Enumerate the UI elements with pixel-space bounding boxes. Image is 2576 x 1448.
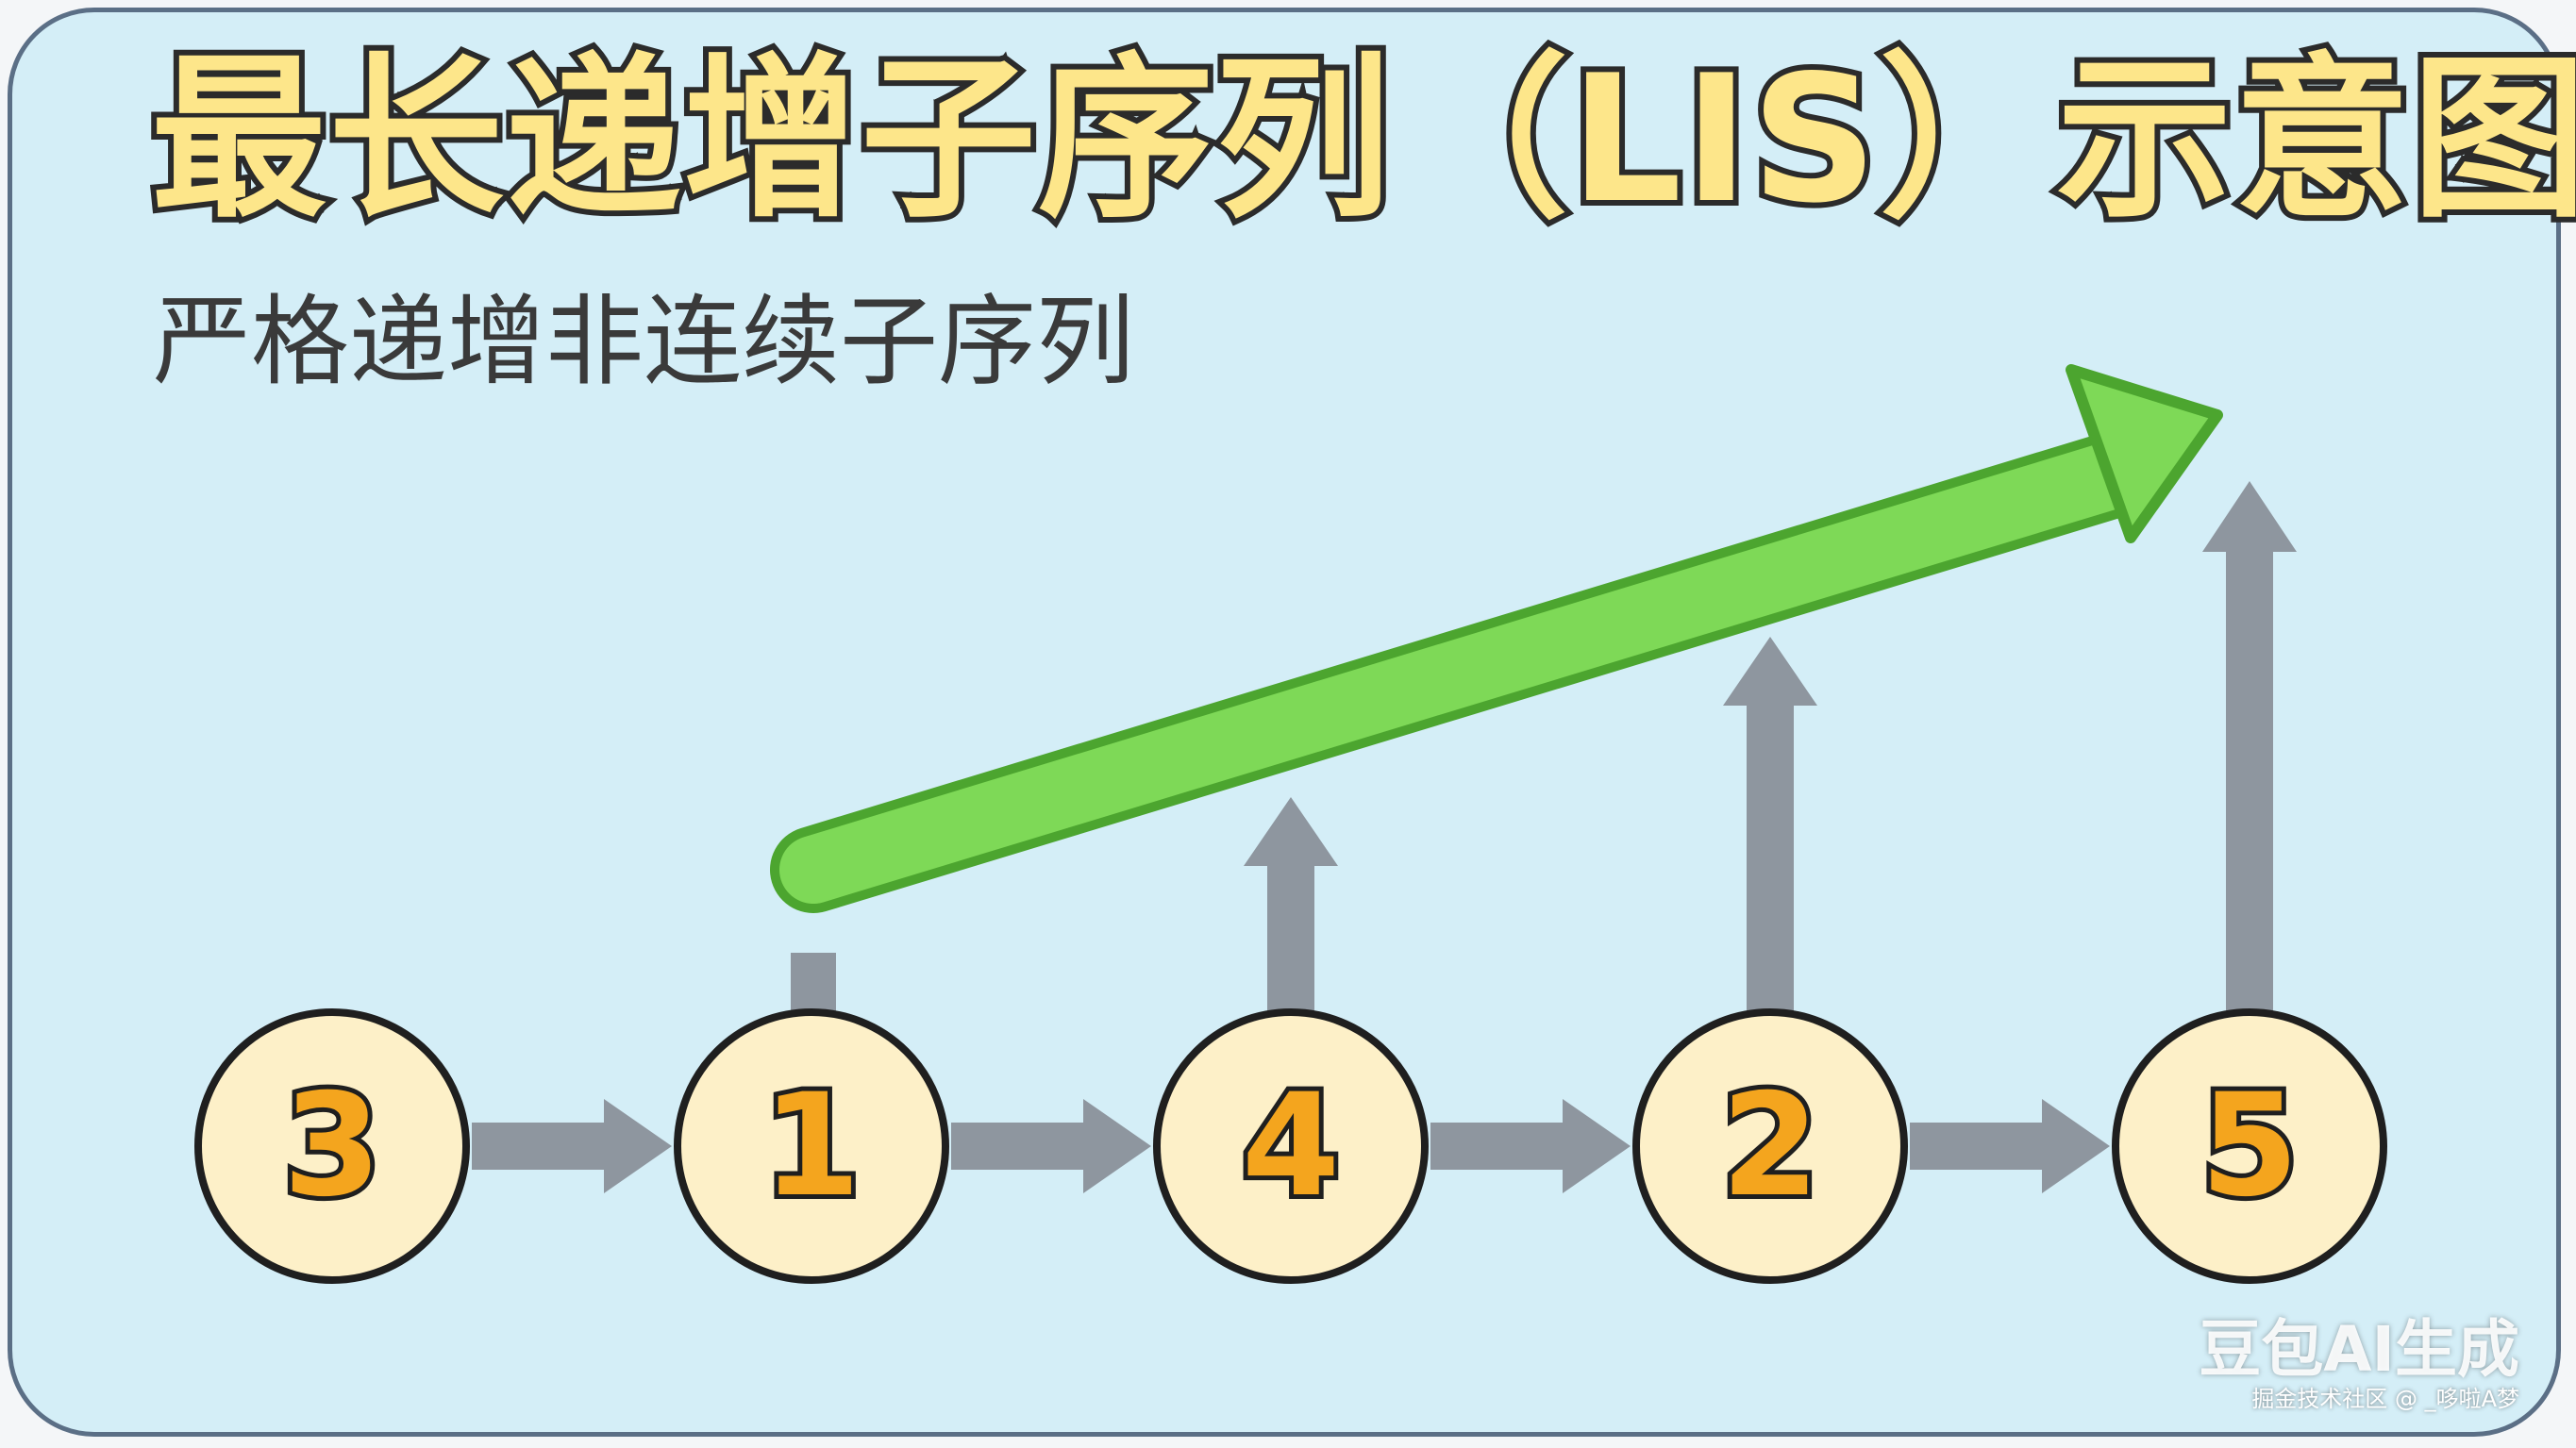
sequence-nodes: 3 1 4 2 5 <box>194 1008 2387 1284</box>
sequence-node: 3 <box>194 1008 470 1284</box>
sequence-node: 1 <box>674 1008 949 1284</box>
sequence-arrow-4-to-2 <box>1430 1099 1631 1193</box>
watermark-main: 豆包AI生成 <box>2199 1313 2519 1386</box>
sequence-node: 5 <box>2112 1008 2387 1284</box>
page-title: 最长递增子序列（LIS）示意图 <box>145 37 2576 241</box>
sequence-arrows <box>472 1099 2110 1193</box>
vertical-arrow-node-5 <box>2202 481 2297 1011</box>
watermark: 豆包AI生成 掘金技术社区 @ _哆啦A梦 <box>2199 1313 2519 1414</box>
sequence-arrow-2-to-5 <box>1910 1099 2110 1193</box>
node-value: 1 <box>762 1064 861 1228</box>
vertical-arrow-node-2 <box>1723 637 1817 1011</box>
sequence-arrow-3-to-1 <box>472 1099 672 1193</box>
watermark-sub: 掘金技术社区 @ _哆啦A梦 <box>2251 1385 2519 1412</box>
node-value: 2 <box>1721 1064 1819 1228</box>
vertical-stub-node-1 <box>791 953 836 1011</box>
node-value: 4 <box>1242 1064 1340 1228</box>
lis-arrow <box>770 364 2223 913</box>
lis-arrow-head <box>2066 364 2223 543</box>
node-value: 5 <box>2200 1064 2299 1228</box>
page-subtitle: 严格递增非连续子序列 <box>153 284 1135 399</box>
vertical-arrow-node-4 <box>1244 797 1338 1011</box>
vertical-arrows <box>791 481 2297 1011</box>
node-value: 3 <box>283 1064 381 1228</box>
sequence-node: 2 <box>1632 1008 1908 1284</box>
sequence-node: 4 <box>1153 1008 1429 1284</box>
lis-arrow-shaft-fill <box>779 438 2157 904</box>
sequence-arrow-1-to-4 <box>951 1099 1151 1193</box>
